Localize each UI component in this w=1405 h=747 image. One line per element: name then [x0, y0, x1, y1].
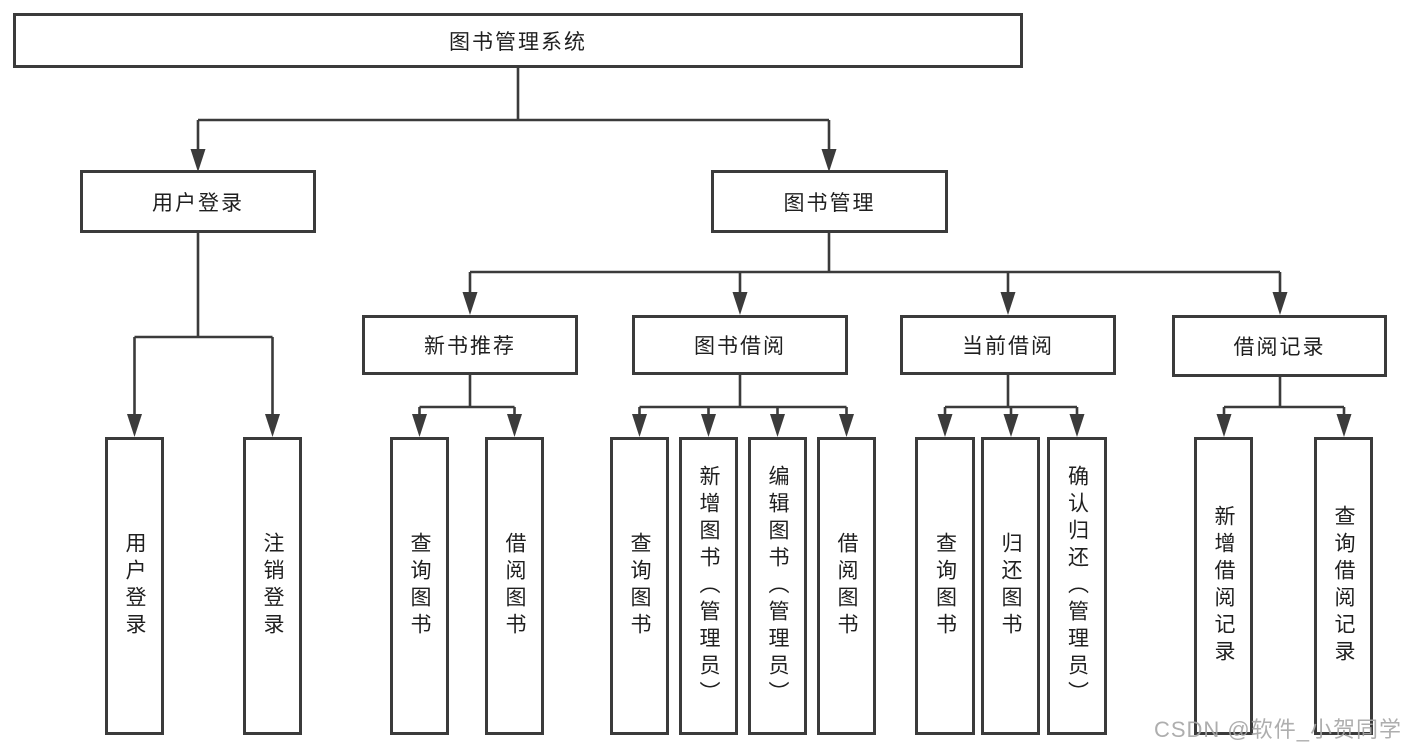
arrow-down-icon: [937, 414, 953, 437]
arrowheads: [127, 149, 1352, 437]
leaf-logout: 注销登录: [243, 437, 302, 735]
arrow-down-icon: [839, 414, 854, 437]
node-user-login: 用户登录: [80, 170, 316, 233]
leaf-borrow-query-books: 查询图书: [610, 437, 669, 735]
leaf-recommend-borrow-books: 借阅图书: [485, 437, 544, 735]
leaf-add-borrow-record: 新增借阅记录: [1194, 437, 1253, 735]
arrow-down-icon: [462, 292, 478, 315]
leaf-recommend-query-books: 查询图书: [390, 437, 449, 735]
node-borrow-records: 借阅记录: [1172, 315, 1387, 377]
csdn-watermark: CSDN @软件_小贺同学: [1153, 717, 1402, 742]
arrow-down-icon: [1000, 292, 1016, 315]
arrow-down-icon: [1003, 414, 1019, 437]
arrow-down-icon: [632, 414, 647, 437]
connector-user-login-children: [133, 233, 274, 418]
connector-book-borrow-children: [638, 375, 848, 418]
arrow-down-icon: [821, 149, 837, 172]
arrow-down-icon: [770, 414, 785, 437]
arrow-down-icon: [127, 414, 142, 437]
arrow-down-icon: [701, 414, 716, 437]
arrow-down-icon: [732, 292, 748, 315]
leaf-query-borrow-record: 查询借阅记录: [1314, 437, 1373, 735]
arrow-down-icon: [1069, 414, 1085, 437]
connector-book-management-children: [468, 233, 1282, 296]
leaf-user-login: 用户登录: [105, 437, 164, 735]
leaf-add-books-admin: 新增图书（管理员）: [679, 437, 738, 735]
connector-current-borrow-children: [943, 375, 1079, 418]
leaf-confirm-return-admin: 确认归还（管理员）: [1047, 437, 1107, 735]
connector-new-book-children: [418, 375, 516, 418]
connector-borrow-records-children: [1222, 377, 1346, 418]
connector-root-to-level2: [196, 68, 831, 152]
node-book-borrow: 图书借阅: [632, 315, 848, 375]
leaf-current-query-books: 查询图书: [915, 437, 975, 735]
arrow-down-icon: [265, 414, 280, 437]
arrow-down-icon: [190, 149, 206, 172]
arrow-down-icon: [1216, 414, 1232, 437]
leaf-borrow-books: 借阅图书: [817, 437, 876, 735]
node-current-borrow: 当前借阅: [900, 315, 1116, 375]
arrow-down-icon: [1336, 414, 1352, 437]
arrow-down-icon: [412, 414, 427, 437]
leaf-edit-books-admin: 编辑图书（管理员）: [748, 437, 807, 735]
arrow-down-icon: [507, 414, 522, 437]
arrow-down-icon: [1272, 292, 1288, 315]
node-new-book-recommend: 新书推荐: [362, 315, 578, 375]
node-root-system: 图书管理系统: [13, 13, 1023, 68]
node-book-management: 图书管理: [711, 170, 948, 233]
leaf-return-books: 归还图书: [981, 437, 1040, 735]
